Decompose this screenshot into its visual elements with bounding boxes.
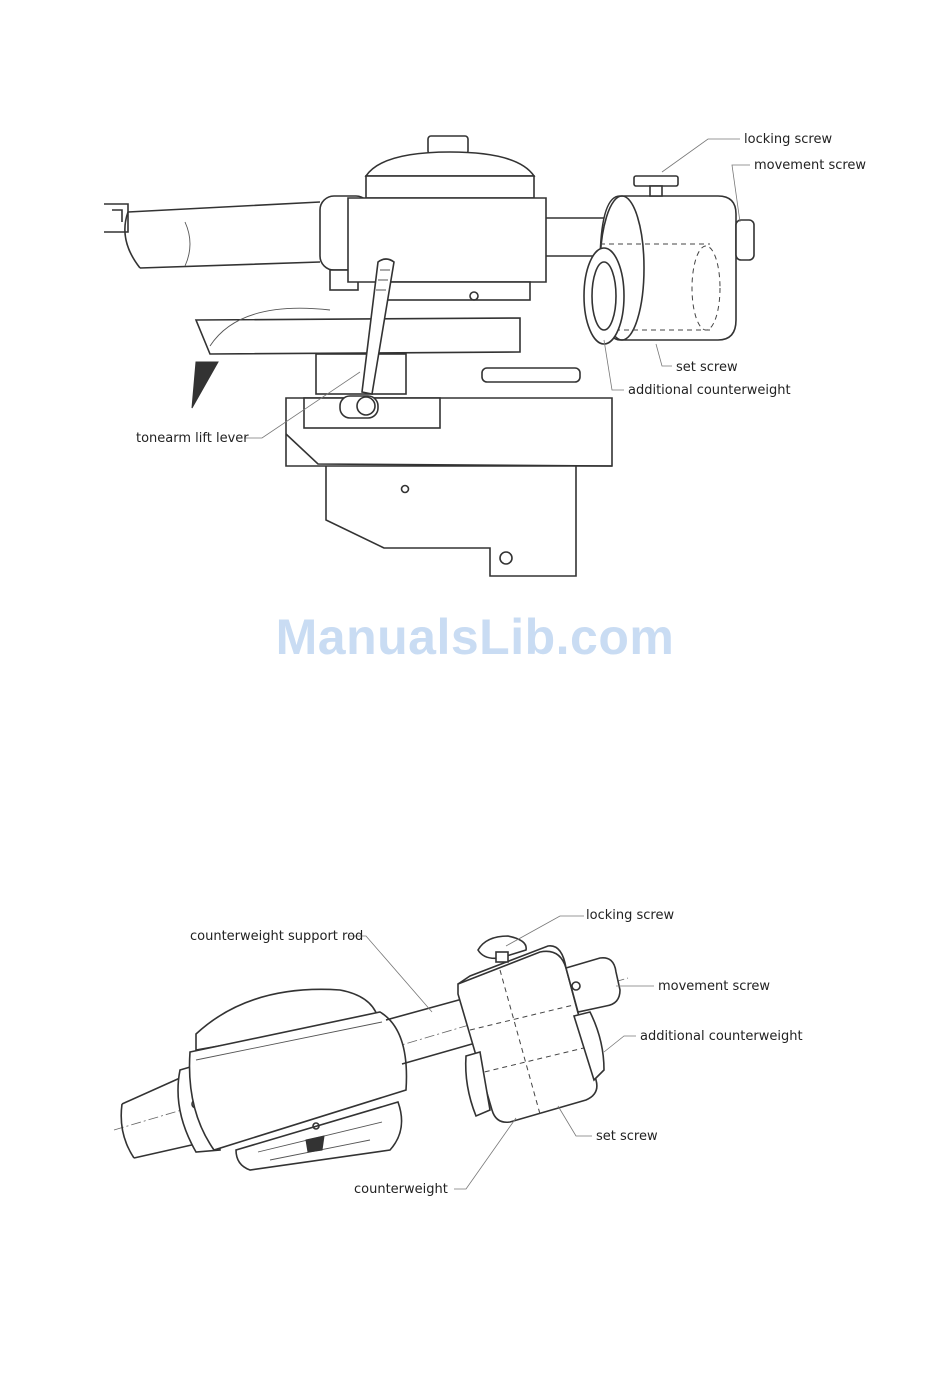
label-tonearm-lift-lever: tonearm lift lever — [136, 431, 249, 446]
leader-set-screw — [656, 344, 672, 366]
counterweight — [458, 936, 620, 1122]
leader-locking-screw — [662, 139, 740, 172]
label-set-screw: set screw — [676, 360, 738, 375]
label-additional-counterweight: additional counterweight — [628, 383, 791, 398]
leader-set-screw — [558, 1106, 592, 1136]
leader-additional-counterweight — [604, 340, 624, 390]
label-counterweight-support-rod: counterweight support rod — [190, 929, 363, 944]
label-locking-screw: locking screw — [586, 908, 674, 923]
leader-counterweight — [454, 1118, 516, 1189]
label-counterweight: counterweight — [354, 1182, 448, 1197]
label-movement-screw: movement screw — [658, 979, 770, 994]
tonearm-side-view-diagram: locking screw movement screw set screw a… — [0, 0, 950, 600]
counterweight-perspective-diagram: locking screw counterweight support rod … — [0, 880, 950, 1220]
bearing-housing — [190, 989, 407, 1170]
base-assembly — [196, 318, 612, 576]
label-movement-screw: movement screw — [754, 158, 866, 173]
label-set-screw: set screw — [596, 1129, 658, 1144]
arm-tube — [104, 202, 320, 268]
watermark: ManualsLib.com — [0, 608, 950, 666]
leader-additional-counterweight — [604, 1036, 636, 1052]
label-additional-counterweight: additional counterweight — [640, 1029, 803, 1044]
label-locking-screw: locking screw — [744, 132, 832, 147]
counterweight — [584, 176, 754, 344]
